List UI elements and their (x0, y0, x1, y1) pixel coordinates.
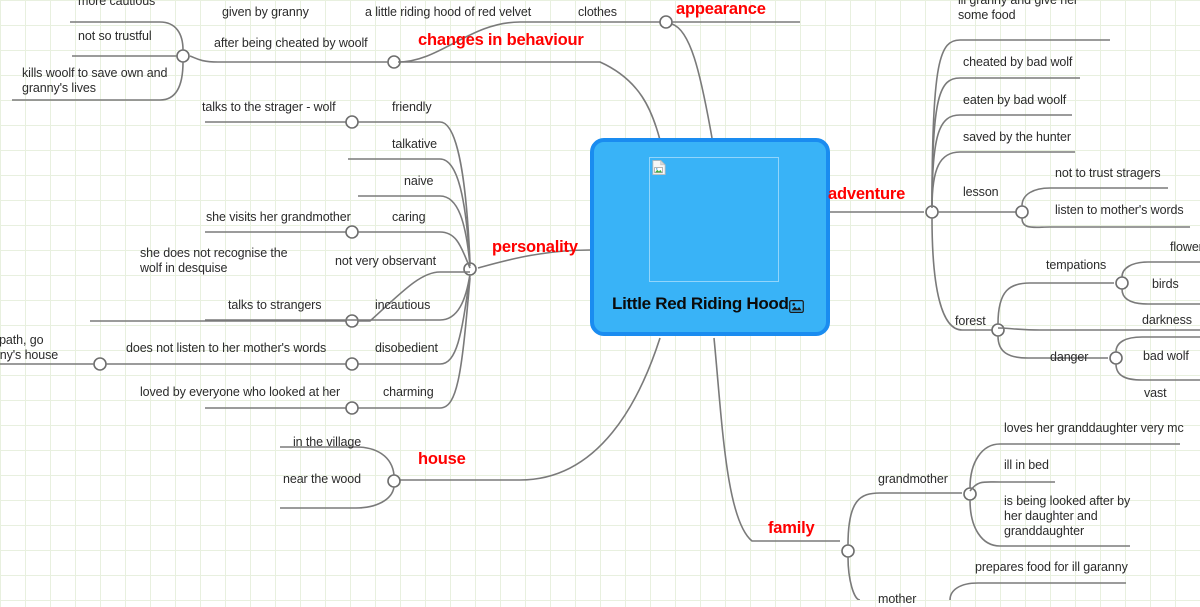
label-more-cautious[interactable]: more cautious (78, 0, 156, 8)
label-not-to-trust[interactable]: not to trust stragers (1055, 166, 1161, 180)
label-in-the-village[interactable]: in the village (293, 435, 362, 449)
central-node[interactable]: Little Red Riding Hood (590, 138, 830, 336)
label-ill-in-bed[interactable]: ill in bed (1004, 458, 1049, 472)
topic-appearance[interactable]: appearance (676, 0, 766, 18)
label-after-being-cheated[interactable]: after being cheated by woolf (214, 36, 368, 50)
label-little-riding-hood[interactable]: a little riding hood of red velvet (365, 5, 532, 19)
label-she-visits[interactable]: she visits her grandmother (206, 210, 351, 224)
label-talkative[interactable]: talkative (392, 137, 437, 151)
label-not-recognise[interactable]: she does not recognise the wolf in desqu… (140, 246, 288, 275)
label-loves-granddaughter[interactable]: loves her granddaughter very mc (1004, 421, 1184, 435)
label-not-very-observant[interactable]: not very observant (335, 254, 437, 268)
label-incautious[interactable]: incautious (375, 298, 431, 312)
label-friendly[interactable]: friendly (392, 100, 432, 114)
label-talks-to-strager[interactable]: talks to the strager - wolf (202, 100, 336, 114)
label-danger[interactable]: danger (1050, 350, 1089, 364)
label-forest[interactable]: forest (955, 314, 986, 328)
label-flower[interactable]: flower (1170, 240, 1200, 254)
topic-adventure[interactable]: adventure (828, 185, 906, 203)
label-caring[interactable]: caring (392, 210, 426, 224)
central-node-title: Little Red Riding Hood (612, 294, 789, 313)
picture-icon[interactable] (789, 300, 804, 313)
label-vast[interactable]: vast (1144, 386, 1167, 400)
label-near-the-wood[interactable]: near the wood (283, 472, 361, 486)
label-clothes[interactable]: clothes (578, 5, 617, 19)
label-not-so-trustful[interactable]: not so trustful (78, 29, 152, 43)
label-naive[interactable]: naive (404, 174, 434, 188)
label-tempations[interactable]: tempations (1046, 258, 1107, 272)
label-looked-after[interactable]: is being looked after by her daughter an… (1004, 494, 1131, 538)
label-disobedient[interactable]: disobedient (375, 341, 438, 355)
label-given-by-granny[interactable]: given by granny (222, 5, 309, 19)
topic-house[interactable]: house (418, 450, 466, 468)
label-cheated-by-bad-wolf[interactable]: cheated by bad wolf (963, 55, 1073, 69)
label-does-not-listen[interactable]: does not listen to her mother's words (126, 341, 327, 355)
label-birds[interactable]: birds (1152, 277, 1179, 291)
topic-personality[interactable]: personality (492, 238, 578, 256)
central-image-frame (649, 157, 779, 282)
label-saved-by-hunter[interactable]: saved by the hunter (963, 130, 1071, 144)
label-listen-to-mother[interactable]: listen to mother's words (1055, 203, 1184, 217)
label-charming[interactable]: charming (383, 385, 434, 399)
label-sent-by-mother[interactable]: ill granny and give her some food (958, 0, 1078, 22)
label-lesson[interactable]: lesson (963, 185, 999, 199)
label-loved-by-everyone[interactable]: loved by everyone who looked at her (140, 385, 341, 399)
label-kills-woolf[interactable]: kills woolf to save own and granny's liv… (22, 66, 168, 95)
label-grandmother[interactable]: grandmother (878, 472, 948, 486)
broken-image-icon (652, 160, 666, 175)
label-darkness[interactable]: darkness (1142, 313, 1192, 327)
label-path-clipped[interactable]: he path, go ranny's house (0, 333, 59, 362)
topic-family[interactable]: family (768, 519, 815, 537)
label-bad-wolf[interactable]: bad wolf (1143, 349, 1189, 363)
label-eaten-by-bad-woolf[interactable]: eaten by bad woolf (963, 93, 1067, 107)
label-talks-to-strangers[interactable]: talks to strangers (228, 298, 322, 312)
topic-changes-in-behaviour[interactable]: changes in behaviour (418, 31, 584, 49)
label-prepares-food[interactable]: prepares food for ill garanny (975, 560, 1128, 574)
